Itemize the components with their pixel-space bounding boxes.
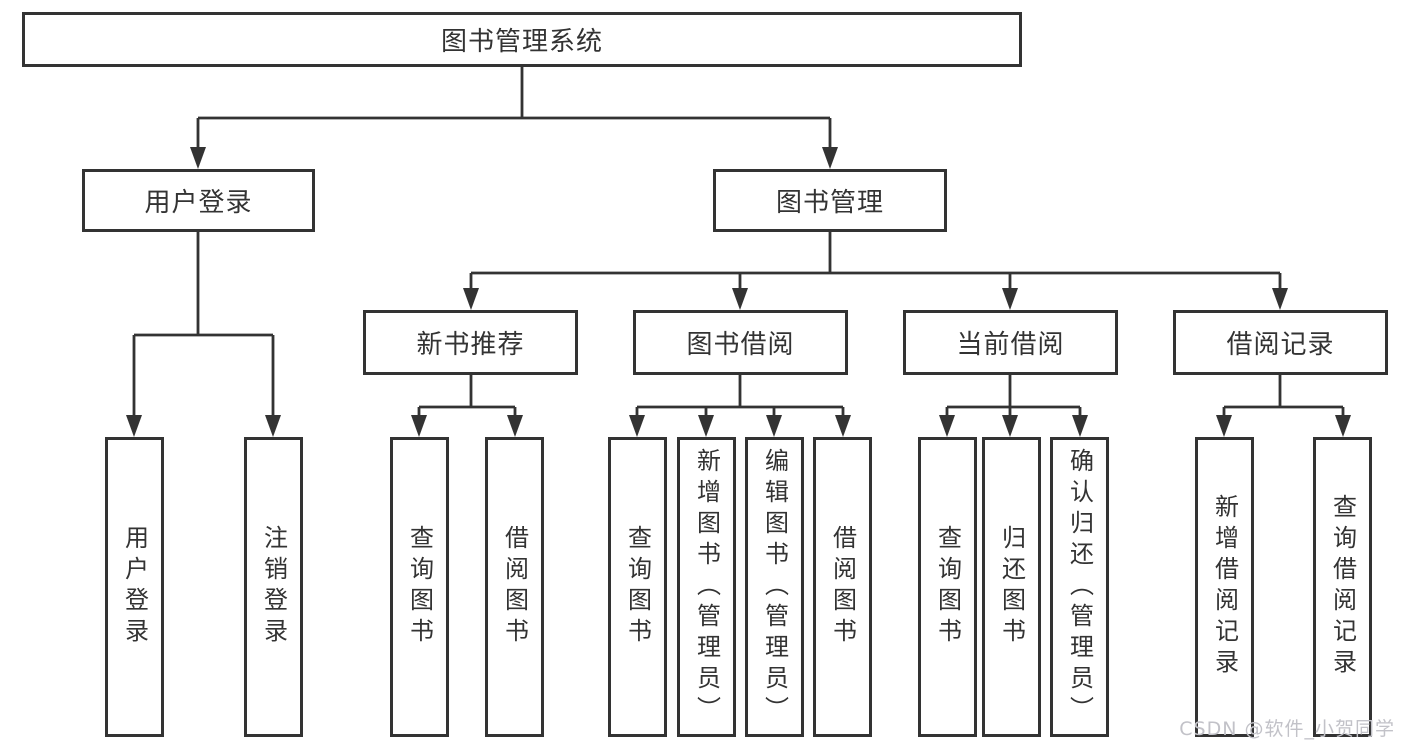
- leaf-logout: 注销登录: [244, 437, 303, 737]
- leaf-add-borrow-record: 新增借阅记录: [1195, 437, 1254, 737]
- node-current-borrow: 当前借阅: [903, 310, 1118, 375]
- leaf-query-books-current: 查询图书: [918, 437, 977, 737]
- leaf-user-login: 用户登录: [105, 437, 164, 737]
- leaf-query-borrow-record: 查询借阅记录: [1313, 437, 1372, 737]
- leaf-query-books-borrow: 查询图书: [608, 437, 667, 737]
- leaf-return-books: 归还图书: [982, 437, 1041, 737]
- leaf-edit-book-admin: 编辑图书（管理员）: [745, 437, 804, 737]
- csdn-watermark: CSDN @软件_小贺同学: [1179, 718, 1395, 740]
- leaf-confirm-return-admin: 确认归还（管理员）: [1050, 437, 1109, 737]
- node-book-management: 图书管理: [713, 169, 947, 232]
- node-book-borrow: 图书借阅: [633, 310, 848, 375]
- arrowheads: [126, 147, 1351, 437]
- node-root: 图书管理系统: [22, 12, 1022, 67]
- node-user-login: 用户登录: [82, 169, 315, 232]
- leaf-borrow-books-borrow: 借阅图书: [813, 437, 872, 737]
- node-borrow-records: 借阅记录: [1173, 310, 1388, 375]
- leaf-add-book-admin: 新增图书（管理员）: [677, 437, 736, 737]
- node-new-book-recommend: 新书推荐: [363, 310, 578, 375]
- leaf-borrow-books-recommend: 借阅图书: [485, 437, 544, 737]
- leaf-query-books-recommend: 查询图书: [390, 437, 449, 737]
